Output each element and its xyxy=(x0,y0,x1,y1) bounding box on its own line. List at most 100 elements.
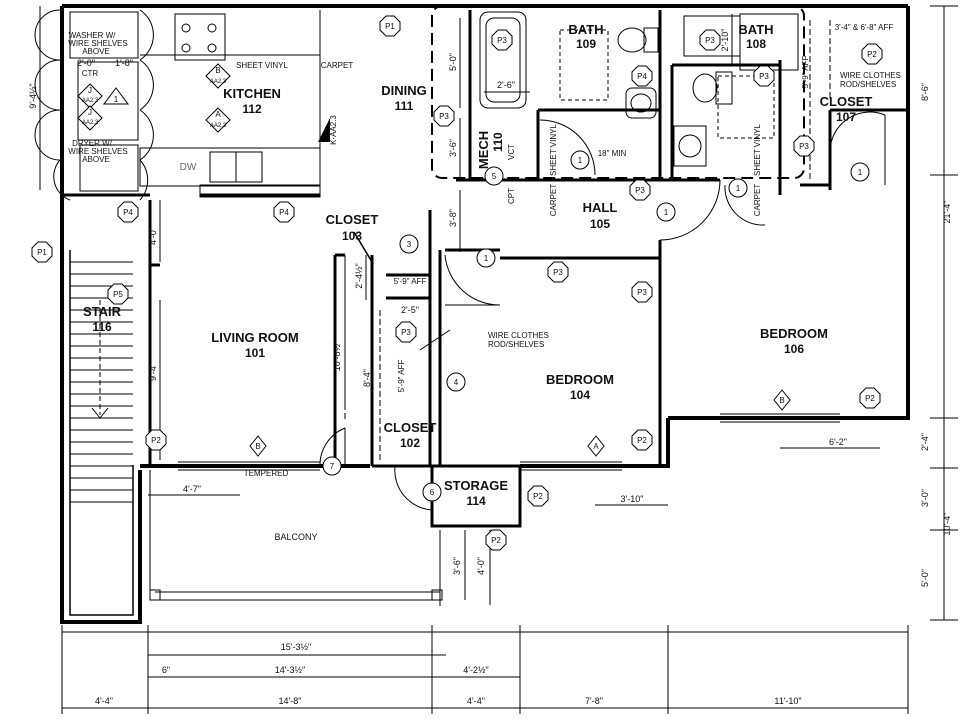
tag-window-b-living: B xyxy=(255,442,260,451)
dim-2-10: 2'-10" xyxy=(720,29,730,52)
room-number-closet-103: 103 xyxy=(342,229,362,243)
tag-p1-stair: P1 xyxy=(37,248,47,257)
room-name-balcony: BALCONY xyxy=(274,532,317,542)
leader-arrow xyxy=(353,231,373,263)
tag-p2-bedroom-104: P2 xyxy=(637,436,647,445)
room-name-bedroom-104: BEDROOM xyxy=(546,372,614,387)
dim-bottom-7-8: 7'-8" xyxy=(585,696,603,706)
tag-p3-hall: P3 xyxy=(553,268,563,277)
note-washer-1: WASHER W/ xyxy=(69,31,117,40)
note-section-ref: K-AA2.3 xyxy=(329,115,338,145)
note-wire-103-2: ROD/SHELVES xyxy=(488,340,544,349)
note-sheet-vinyl-bath: SHEET VINYL xyxy=(549,124,558,176)
dim-15-3h: 15'-3½" xyxy=(281,642,311,652)
tag-door-4: 4 xyxy=(454,378,459,387)
room-name-closet-103: CLOSET xyxy=(326,212,379,227)
room-name-dining: DINING xyxy=(381,83,427,98)
tag-door-7: 7 xyxy=(330,462,335,471)
plumbing-wall-boundary xyxy=(431,5,805,179)
room-number-mech: 110 xyxy=(491,132,505,152)
note-cpt: CPT xyxy=(507,188,516,204)
tag-door-5: 5 xyxy=(492,172,497,181)
tag-p3-closet-103: P3 xyxy=(401,328,411,337)
tag-door-1-closet: 1 xyxy=(736,184,741,193)
dim-right-2-4: 2'-4" xyxy=(920,433,930,451)
room-name-bedroom-106: BEDROOM xyxy=(760,326,828,341)
note-wire-103-1: WIRE CLOTHES xyxy=(488,331,549,340)
dim-right-21-4: 21'-4" xyxy=(942,201,952,224)
tag-door-1-hall: 1 xyxy=(664,208,669,217)
note-tempered: TEMPERED xyxy=(244,469,289,478)
tag-p2-storage-b: P2 xyxy=(491,536,501,545)
dim-5-0: 5'-0" xyxy=(448,53,458,71)
tag-door-1-bath: 1 xyxy=(578,156,583,165)
note-sheet-vinyl-kitchen: SHEET VINYL xyxy=(236,61,288,70)
kitchen-fixtures xyxy=(69,10,321,198)
tag-p3-bedroom: P3 xyxy=(637,288,647,297)
dim-10-8h: 10'-8½" xyxy=(332,341,342,371)
note-aff-103: 5'-9" AFF xyxy=(394,277,427,286)
dim-6-2: 6'-2" xyxy=(829,437,847,447)
note-wire-107-1: WIRE CLOTHES xyxy=(840,71,901,80)
note-vct: VCT xyxy=(507,144,516,160)
room-number-stair: 116 xyxy=(92,320,112,334)
plan-notes: WASHER W/ WIRE SHELVES ABOVE DRYER W/ WI… xyxy=(68,23,901,478)
room-number-kitchen: 112 xyxy=(242,102,262,116)
tag-1-ctr: 1 xyxy=(114,95,119,104)
room-name-kitchen: KITCHEN xyxy=(223,86,281,101)
dim-bottom-4-4-a: 4'-4" xyxy=(95,696,113,706)
room-name-bath-108: BATH xyxy=(738,22,773,37)
dim-3-10: 3'-10" xyxy=(621,494,644,504)
note-aff-107: 3'-4" & 6'-8" AFF xyxy=(835,23,894,32)
dim-right-5-0: 5'-0" xyxy=(920,569,930,587)
tag-j-laundry-b: J xyxy=(88,108,92,117)
room-number-closet-107: 107 xyxy=(836,110,856,124)
tag-p4-bath: P4 xyxy=(637,72,647,81)
room-name-mech: MECH xyxy=(476,131,491,169)
tag-p2-storage: P2 xyxy=(533,492,543,501)
note-washer-2: WIRE SHELVES xyxy=(68,39,127,48)
tag-p3-bath: P3 xyxy=(635,186,645,195)
tag-labels: P1 P2 P1 P5 P3 P2 P2 P2 P2 P2 P4 P4 P3 P… xyxy=(37,22,877,545)
room-name-hall: HALL xyxy=(583,200,618,215)
windows xyxy=(178,413,840,471)
dim-9-4: 9'-4" xyxy=(148,363,158,381)
tag-p4-laundry: P4 xyxy=(123,208,133,217)
dim-2-6: 2'-6" xyxy=(497,80,515,90)
note-18-min: 18" MIN xyxy=(598,149,627,158)
tag-door-1-bedroom-106: 1 xyxy=(858,168,863,177)
tag-p2-bedroom-106: P2 xyxy=(865,394,875,403)
dim-bottom-14-8: 14'-8" xyxy=(279,696,302,706)
note-aff-107b: 5'-9" AFF xyxy=(801,55,810,88)
tag-b-kitchen: B xyxy=(215,66,220,75)
note-dryer-3: ABOVE xyxy=(82,155,110,164)
room-name-storage: STORAGE xyxy=(444,478,508,493)
tag-p3-mech: P3 xyxy=(439,112,449,121)
note-carpet-hall: CARPET xyxy=(549,184,558,217)
dim-right-3-0: 3'-0" xyxy=(920,489,930,507)
dim-3-6-mech: 3'-6" xyxy=(448,139,458,157)
dim-2-0: 2'-0" xyxy=(77,58,95,68)
room-number-bedroom-104: 104 xyxy=(570,388,590,402)
dim-3-6: 3'-6" xyxy=(452,557,462,575)
note-carpet-dining: CARPET xyxy=(321,61,354,70)
room-number-dining: 111 xyxy=(395,99,414,113)
room-name-closet-107: CLOSET xyxy=(820,94,873,109)
balcony-rail xyxy=(149,470,443,606)
dim-2-4h: 2'-4½" xyxy=(354,263,364,288)
section-marker-icon xyxy=(318,118,330,142)
tag-p3-bath-108b: P3 xyxy=(759,72,769,81)
tag-p2-closet: P2 xyxy=(867,50,877,59)
tag-p3-closet: P3 xyxy=(799,142,809,151)
room-name-bath-109: BATH xyxy=(568,22,603,37)
tag-window-b-bedroom: B xyxy=(779,396,784,405)
dim-1-8: 1'-8" xyxy=(115,58,133,68)
room-labels: KITCHEN 112 DINING 111 BATH 109 BATH 108… xyxy=(83,22,872,542)
closet-rods xyxy=(344,20,831,460)
room-number-hall: 105 xyxy=(590,217,610,231)
note-sheet-vinyl-bath-108: SHEET VINYL xyxy=(753,124,762,176)
dim-4-0: 4'-0" xyxy=(476,557,486,575)
note-carpet-closet: CARPET xyxy=(753,184,762,217)
